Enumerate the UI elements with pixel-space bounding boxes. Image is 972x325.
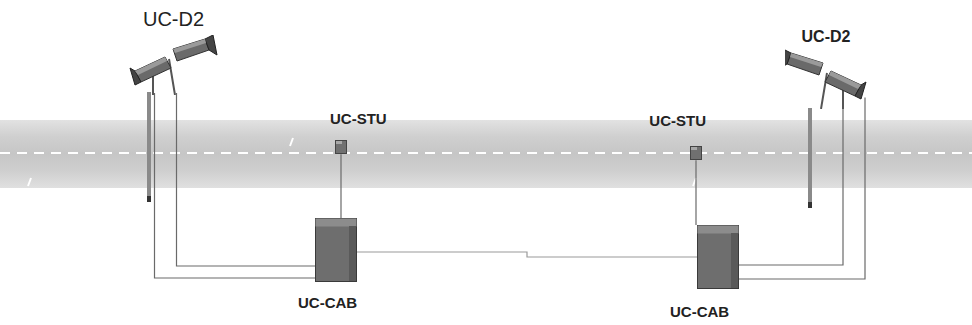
sensor-box: UC-STU: [330, 110, 410, 154]
node-label: UC-CAB: [298, 294, 357, 311]
pole-base: [808, 202, 812, 208]
camera-pole: [808, 108, 812, 206]
camera-icon: [129, 35, 219, 95]
cable-line: [695, 160, 696, 225]
sensor-icon: [335, 140, 347, 154]
cabinet-icon: [697, 225, 739, 289]
sensor-icon: [690, 146, 702, 160]
shape-outline: [697, 225, 739, 289]
node-label: UC-D2: [802, 28, 851, 46]
cable-line: [739, 97, 865, 279]
cabinet-box: UC-CAB: [298, 218, 383, 311]
camera-unit: UC-D2: [782, 28, 870, 109]
shape-outline: [785, 49, 867, 109]
cable-line: [340, 154, 341, 218]
shape-outline: [315, 218, 357, 282]
node-label: UC-D2: [143, 8, 204, 31]
node-label: UC-CAB: [670, 303, 729, 320]
shape-outline: [335, 140, 347, 154]
node-label: UC-STU: [330, 110, 387, 127]
road-mark: [290, 138, 293, 146]
pole-base: [147, 196, 151, 202]
cable-line: [739, 107, 843, 265]
cable-line: [357, 252, 697, 257]
cable-line: [155, 93, 316, 278]
lane-divider: [0, 152, 972, 154]
camera-unit: UC-D2: [126, 8, 221, 95]
node-label: UC-STU: [649, 112, 706, 129]
road: [0, 120, 972, 188]
shape-outline: [690, 146, 702, 160]
camera-icon: [785, 49, 867, 109]
camera-pole: [147, 92, 151, 200]
sensor-box: UC-STU: [616, 112, 706, 160]
road-mark: [28, 178, 31, 186]
cabinet-icon: [315, 218, 357, 282]
shape-outline: [129, 35, 219, 95]
cabinet-box: UC-CAB: [670, 225, 762, 320]
cable-line: [177, 93, 316, 266]
